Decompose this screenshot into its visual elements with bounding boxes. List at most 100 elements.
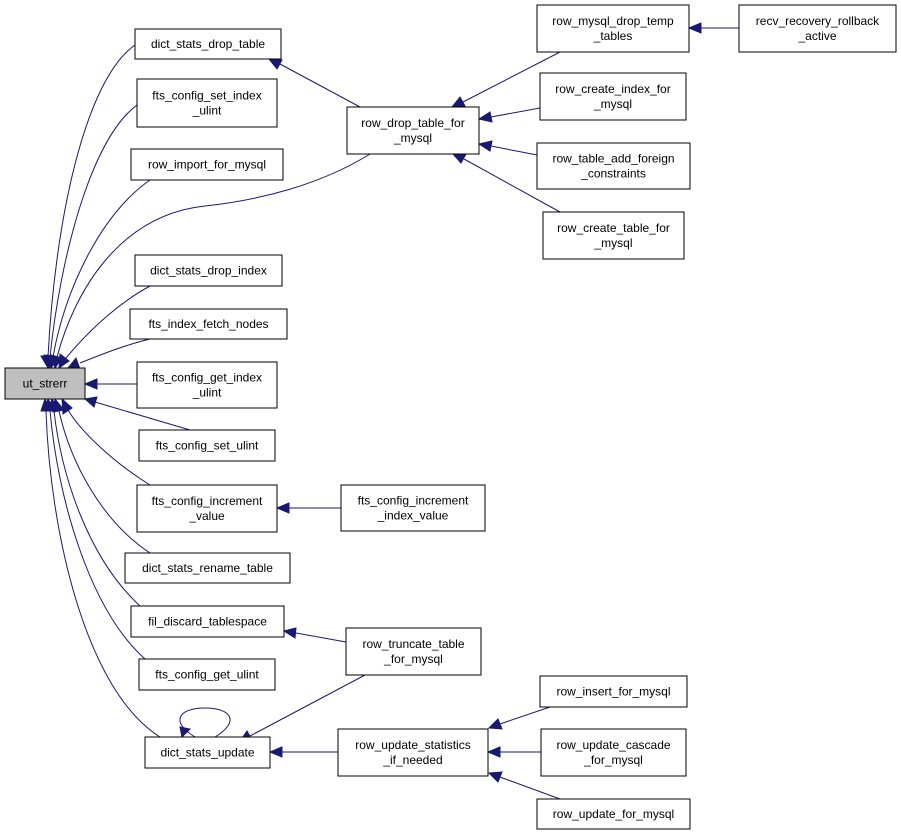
nodes-layer: ut_strerr dict_stats_drop_table fts_config… xyxy=(4,4,897,830)
node-box xyxy=(136,361,278,409)
node-box xyxy=(738,4,897,53)
node-fil_discard_tablespace[interactable]: fil_discard_tablespace xyxy=(130,605,285,638)
node-box xyxy=(130,605,285,638)
edge-arrowhead xyxy=(486,746,501,758)
edge-fts_config_get_index_ulint-to-ut_strerr xyxy=(83,378,137,390)
node-label: _ulint xyxy=(192,104,222,118)
edge-row_create_index_for_mysql-to-row_drop_table_for_mysql xyxy=(477,107,541,123)
edge-dict_stats_update-to-dict_stats_update xyxy=(179,707,231,739)
node-label: fts_config_set_index xyxy=(152,89,261,103)
node-label: row_drop_table_for xyxy=(361,116,464,130)
node-row_truncate_table_for_mysql[interactable]: row_truncate_table_for_mysql xyxy=(345,627,482,676)
edge-line xyxy=(52,179,151,358)
node-box xyxy=(138,658,276,691)
edge-row_update_for_mysql-to-row_update_statistics_if_needed xyxy=(487,771,561,800)
edge-arrowhead xyxy=(282,627,297,639)
node-box xyxy=(134,28,282,60)
node-box xyxy=(138,429,276,462)
node-label: _value xyxy=(188,509,225,523)
node-row_drop_table_for_mysql[interactable]: row_drop_table_for_mysql xyxy=(346,106,480,155)
node-fts_config_increment_index_value[interactable]: fts_config_increment_index_value xyxy=(340,484,486,532)
node-label: fts_config_set_ulint xyxy=(156,439,259,453)
edge-line xyxy=(56,153,371,358)
node-label: dict_stats_drop_index xyxy=(150,264,267,278)
edge-line xyxy=(53,410,141,607)
node-row_table_add_foreign_constraints[interactable]: row_table_add_foreign_constraints xyxy=(536,142,691,190)
node-row_import_for_mysql[interactable]: row_import_for_mysql xyxy=(130,148,284,181)
node-row_create_table_for_mysql[interactable]: row_create_table_for_mysql xyxy=(542,211,685,260)
node-row_insert_for_mysql[interactable]: row_insert_for_mysql xyxy=(539,675,688,708)
node-fts_config_get_index_ulint[interactable]: fts_config_get_index_ulint xyxy=(136,361,278,409)
node-box xyxy=(124,552,291,584)
node-label: _active xyxy=(797,29,836,43)
node-label: row_update_statistics xyxy=(355,738,470,752)
edge-row_drop_table_for_mysql-to-dict_stats_drop_table xyxy=(267,58,361,108)
node-label: fts_index_fetch_nodes xyxy=(148,317,268,331)
edge-line xyxy=(249,674,366,737)
edge-row_insert_for_mysql-to-row_update_statistics_if_needed xyxy=(487,706,551,730)
node-label: row_create_index_for xyxy=(555,82,670,96)
node-label: row_update_cascade xyxy=(556,738,670,752)
node-label: _index_value xyxy=(377,509,449,523)
node-label: row_table_add_foreign xyxy=(552,152,674,166)
node-dict_stats_drop_index[interactable]: dict_stats_drop_index xyxy=(134,254,283,287)
edge-fts_config_increment_index_value-to-fts_config_increment_value xyxy=(275,502,341,514)
edge-line xyxy=(79,338,151,364)
edge-line xyxy=(295,632,347,643)
edge-row_update_cascade_for_mysql-to-row_update_statistics_if_needed xyxy=(486,746,541,758)
node-fts_config_get_ulint[interactable]: fts_config_get_ulint xyxy=(138,658,276,691)
edge-line xyxy=(49,104,138,358)
node-label: _ulint xyxy=(192,386,222,400)
edge-arrowhead xyxy=(83,378,98,390)
edge-row_update_statistics_if_needed-to-dict_stats_update xyxy=(268,746,338,758)
node-box xyxy=(542,211,685,260)
node-row_create_index_for_mysql[interactable]: row_create_index_for_mysql xyxy=(539,72,687,121)
edge-dict_stats_update-to-ut_strerr xyxy=(40,397,161,738)
node-label: _for_mysql xyxy=(583,753,643,767)
node-label: _constraints xyxy=(580,167,646,181)
node-fts_config_set_ulint[interactable]: fts_config_set_ulint xyxy=(138,429,276,462)
node-row_update_for_mysql[interactable]: row_update_for_mysql xyxy=(536,798,691,830)
edge-line xyxy=(490,145,538,156)
node-dict_stats_drop_table[interactable]: dict_stats_drop_table xyxy=(134,28,282,60)
node-label: _tables xyxy=(593,29,633,43)
edge-fts_config_increment_value-to-ut_strerr xyxy=(61,397,151,486)
node-label: fil_discard_tablespace xyxy=(148,615,267,629)
node-box xyxy=(345,627,482,676)
node-dict_stats_update[interactable]: dict_stats_update xyxy=(144,736,271,769)
edge-arrowhead xyxy=(40,397,52,412)
node-fts_config_set_index_ulint[interactable]: fts_config_set_index_ulint xyxy=(136,78,278,128)
node-fts_index_fetch_nodes[interactable]: fts_index_fetch_nodes xyxy=(129,308,288,340)
node-recv_recovery_rollback_active[interactable]: recv_recovery_rollback_active xyxy=(738,4,897,53)
node-label: recv_recovery_rollback xyxy=(756,14,880,28)
edge-arrowhead xyxy=(477,140,493,152)
edge-fts_config_set_ulint-to-ut_strerr xyxy=(83,396,191,431)
node-label: _for_mysql xyxy=(383,652,443,666)
node-row_update_cascade_for_mysql[interactable]: row_update_cascade_for_mysql xyxy=(540,728,687,777)
edge-fts_config_set_index_ulint-to-ut_strerr xyxy=(43,104,138,370)
node-label: row_create_table_for xyxy=(557,221,670,235)
node-row_mysql_drop_temp_tables[interactable]: row_mysql_drop_temp_tables xyxy=(536,4,690,53)
edge-recv_recovery_rollback_active-to-row_mysql_drop_temp_tables xyxy=(687,22,739,34)
edge-dict_stats_drop_index-to-ut_strerr xyxy=(58,285,151,370)
edge-arrowhead xyxy=(67,356,81,370)
node-fts_config_increment_value[interactable]: fts_config_increment_value xyxy=(136,484,278,533)
edge-arrowhead xyxy=(83,396,98,408)
edge-line xyxy=(94,401,191,431)
node-label: row_truncate_table xyxy=(362,637,464,651)
node-row_update_statistics_if_needed[interactable]: row_update_statistics_if_needed xyxy=(337,728,489,777)
edge-row_table_add_foreign_constraints-to-row_drop_table_for_mysql xyxy=(477,140,538,156)
edges-layer xyxy=(40,22,739,800)
node-label: _if_needed xyxy=(382,753,442,767)
edge-line xyxy=(499,776,561,800)
node-label: dict_stats_drop_table xyxy=(151,37,265,51)
edge-arrowhead xyxy=(487,771,503,783)
node-box xyxy=(136,78,278,128)
node-box xyxy=(129,308,288,340)
node-ut_strerr[interactable]: ut_strerr xyxy=(4,367,86,400)
node-box xyxy=(136,484,278,533)
node-label: row_import_for_mysql xyxy=(148,158,266,172)
node-dict_stats_rename_table[interactable]: dict_stats_rename_table xyxy=(124,552,291,584)
edge-arrowhead xyxy=(61,397,73,415)
